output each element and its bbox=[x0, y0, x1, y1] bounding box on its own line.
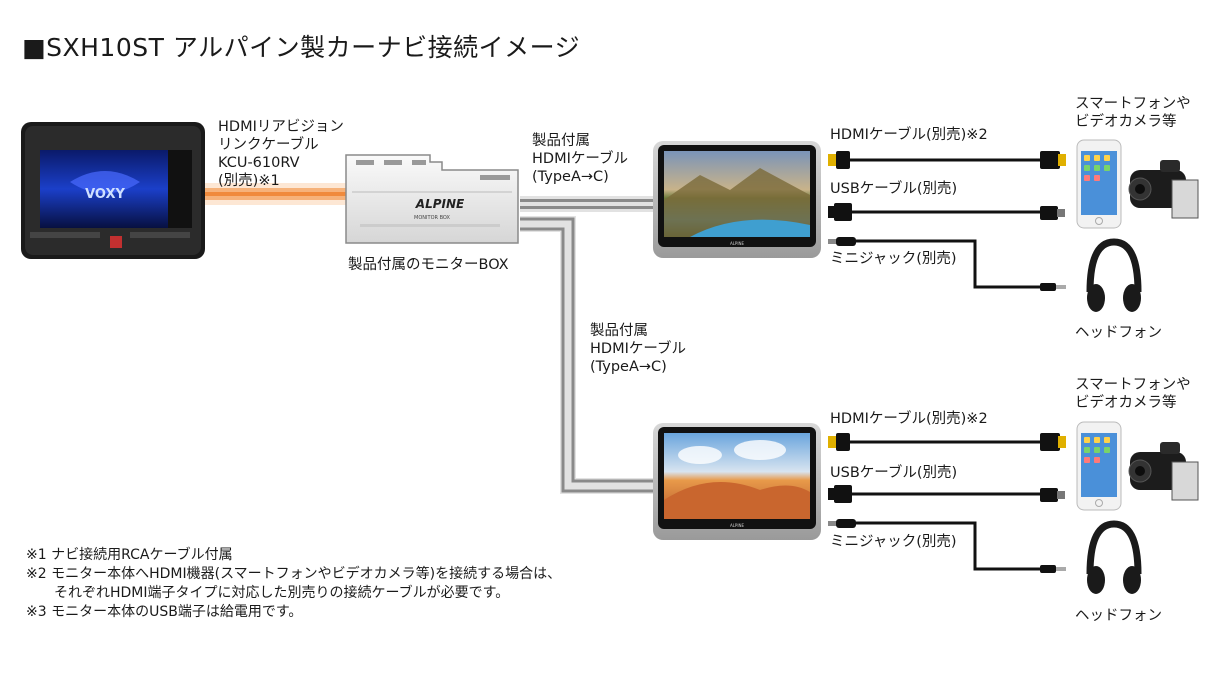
monitor-box: ALPINE MONITOR BOX bbox=[345, 154, 519, 244]
video-camera-icon bbox=[1128, 160, 1199, 219]
hdmi-cable-label-bottom: HDMIケーブル(別売)※2 bbox=[830, 411, 988, 427]
footnote: それぞれHDMI端子タイプに対応した別売りの接続ケーブルが必要です。 bbox=[26, 585, 510, 601]
devices-label-top: スマートフォンや ビデオカメラ等 bbox=[1075, 96, 1191, 130]
monitor-bottom-brand: ALPINE bbox=[730, 523, 745, 528]
kcu-cable-label: HDMIリアビジョン リンクケーブル KCU-610RV (別売)※1 bbox=[218, 119, 344, 189]
minijack-label-bottom: ミニジャック(別売) bbox=[830, 534, 957, 550]
usb-cable-label-top: USBケーブル(別売) bbox=[830, 181, 958, 197]
hdmi-cable-label-top: HDMIケーブル(別売)※2 bbox=[830, 127, 988, 143]
monitor-box-caption: 製品付属のモニターBOX bbox=[348, 257, 509, 273]
cable-top-label: 製品付属 HDMIケーブル (TypeA→C) bbox=[532, 133, 628, 185]
monitor-bottom: ALPINE bbox=[653, 423, 821, 540]
car-nav-unit: VOXY bbox=[21, 122, 205, 259]
footnote: ※3 モニター本体のUSB端子は給電用です。 bbox=[26, 604, 303, 620]
device-cables-top bbox=[828, 151, 1066, 291]
headphone-label-top: ヘッドフォン bbox=[1075, 325, 1162, 341]
footnotes: ※1 ナビ接続用RCAケーブル付属 ※2 モニター本体へHDMI機器(スマートフ… bbox=[26, 546, 561, 622]
footnote: ※1 ナビ接続用RCAケーブル付属 bbox=[26, 547, 233, 563]
monitor-top-brand: ALPINE bbox=[730, 241, 745, 246]
headphones-icon bbox=[1086, 238, 1142, 312]
minijack-label-top: ミニジャック(別売) bbox=[830, 251, 957, 267]
kcu-cable bbox=[205, 183, 348, 205]
footnote: ※2 モニター本体へHDMI機器(スマートフォンやビデオカメラ等)を接続する場合… bbox=[26, 566, 562, 582]
smartphone-icon bbox=[1076, 139, 1122, 229]
headphones-icon bbox=[1086, 520, 1142, 594]
cable-mid-label: 製品付属 HDMIケーブル (TypeA→C) bbox=[590, 323, 686, 375]
headphone-label-bottom: ヘッドフォン bbox=[1075, 608, 1162, 624]
video-camera-icon bbox=[1128, 442, 1199, 501]
devices-label-bottom: スマートフォンや ビデオカメラ等 bbox=[1075, 377, 1191, 411]
page-title: ■SXH10ST アルパイン製カーナビ接続イメージ bbox=[22, 33, 581, 62]
monitor-box-brand: ALPINE bbox=[415, 197, 465, 211]
device-cables-bottom bbox=[828, 433, 1066, 573]
usb-cable-label-bottom: USBケーブル(別売) bbox=[830, 465, 958, 481]
smartphone-icon bbox=[1076, 421, 1122, 511]
monitor-box-model: MONITOR BOX bbox=[414, 215, 450, 221]
hdmi-cable-bottom bbox=[520, 216, 654, 494]
car-nav-screen-text: VOXY bbox=[85, 187, 125, 202]
hdmi-cable-top bbox=[520, 196, 654, 212]
monitor-top: ALPINE bbox=[653, 141, 821, 258]
